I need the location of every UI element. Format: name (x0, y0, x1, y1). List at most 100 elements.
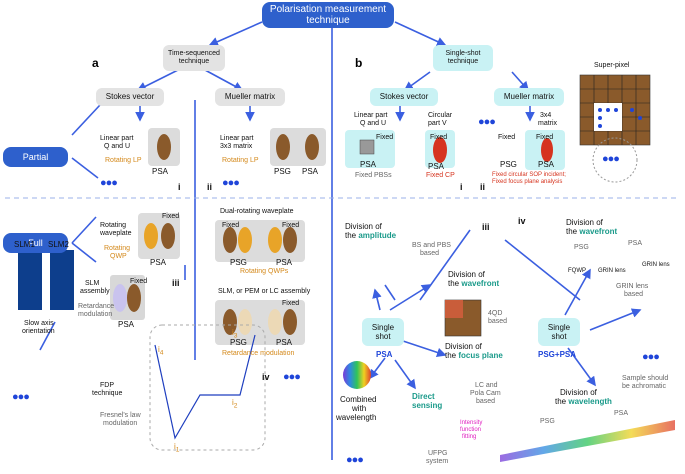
b-iv-psg: PSG (574, 244, 589, 251)
a-left-dots-icon: ●●● (12, 391, 30, 403)
fdp-l2: technique (92, 390, 123, 397)
panel-b-label: b (355, 56, 363, 70)
b-mueller-matrix: Mueller matrix (494, 88, 564, 106)
fdp-i3: i3 (232, 328, 237, 340)
b-iii-psa: PSA (376, 350, 393, 359)
b-i-circular-l1: Circular (428, 112, 453, 119)
b-combined-l1: Combined (340, 395, 377, 404)
row-partial-text: Partial (22, 151, 49, 162)
a-stokes-vector: Stokes vector (96, 88, 164, 106)
a-full-rotating-waveplate-l1: Rotating (100, 222, 127, 229)
fdp-i2-text: i (232, 398, 234, 407)
b-amp-l2: the amplitude (345, 231, 396, 240)
b-stokes-vector: Stokes vector (370, 88, 438, 106)
b-i-circular-l2: part V (428, 120, 447, 127)
a-full-left-psa: PSA (150, 258, 167, 267)
b-iv-wl-l2: the wavelength (555, 397, 612, 406)
a-dual-rotating-title: Dual-rotating waveplate (220, 208, 294, 215)
a-assembly-psa: PSA (276, 338, 293, 347)
b-intensity-l1: Intensity (460, 420, 483, 426)
a-ii-label: ii (207, 182, 213, 192)
b-intensity-l2: function (460, 427, 482, 433)
b-wf-l1: Division of (448, 270, 485, 279)
a-ii-line2: 3x3 matrix (220, 143, 253, 150)
a-assembly-psg: PSG (230, 338, 247, 347)
b-ufpg-l1: UFPG (428, 450, 448, 457)
superpixel-label: Super-pixel (594, 62, 630, 69)
retardance-l2: modulation (78, 311, 113, 318)
a-full-rotating-waveplate-l2: waveplate (100, 230, 132, 237)
superpixel-grid-graphic (579, 74, 651, 183)
b-ufpg-l2: system (426, 458, 449, 465)
b-iii-label: iii (482, 222, 490, 232)
optics-ellipses-graphic (138, 128, 565, 345)
a-mueller-matrix: Mueller matrix (215, 88, 285, 106)
fdp-i4: i4 (158, 345, 163, 357)
a-iii-label: iii (172, 278, 180, 288)
b-lc-l2: Pola Cam (470, 390, 501, 397)
b-i-cp: Fixed CP (426, 172, 455, 179)
slow-axis-l2: orientation (22, 328, 55, 335)
single-shot-node: Single-shot technique (433, 45, 493, 71)
b-amp-l2-em: amplitude (358, 231, 397, 240)
b-ii-fixed2: Fixed (536, 134, 554, 141)
b-i-label: i (460, 182, 463, 192)
b-lc-l1: LC and (475, 382, 498, 389)
b-iv-dots-icon: ●●● (642, 351, 660, 363)
fdp-i1-text: i (174, 442, 176, 451)
b-iii-single-l2: shot (375, 332, 391, 341)
b-bs-l1: BS and PBS (412, 242, 451, 249)
a-i-line2: Q and U (104, 143, 131, 150)
a-i-psa: PSA (152, 167, 169, 176)
fresnel-l1: Fresnel's law (100, 412, 141, 419)
b-amp-l2-pre: the (345, 231, 359, 240)
b-iii-dots-icon: ●●● (346, 454, 364, 466)
a-dual-psg: PSG (230, 258, 247, 267)
b-combined-l2: with (352, 404, 367, 413)
b-iv-grin-l2: based (624, 291, 644, 298)
slm-assembly-l2: assembly (80, 288, 110, 295)
a-i-line1: Linear part (100, 135, 134, 142)
a-i-label: i (178, 182, 181, 192)
a-dual-device: Rotating QWPs (240, 268, 289, 275)
root-title-text: Polarisation measurement technique (269, 3, 387, 27)
b-iv-label: iv (518, 216, 526, 226)
b-intensity-l3: fitting (462, 434, 477, 440)
b-ii-psa: PSA (538, 160, 555, 169)
a-ii-psa: PSA (302, 167, 319, 176)
b-ii-matrix-l1: 3x4 (540, 112, 552, 119)
root-title: Polarisation measurement technique (262, 2, 394, 28)
a-full-left-fixed: Fixed (162, 213, 180, 220)
fdp-i3-text: i (232, 328, 234, 337)
a-dual-fixed2: Fixed (282, 222, 300, 229)
b-amp-l1: Division of (345, 222, 382, 231)
b-i-psa-cp: PSA (428, 162, 445, 171)
b-iv-wf-l2-em: wavefront (579, 227, 618, 236)
b-combined-l3: wavelength (336, 413, 377, 422)
wavelength-beam-graphic (500, 420, 675, 462)
a-ii-device: Rotating LP (222, 157, 259, 164)
b-wf-l2-pre: the (448, 279, 462, 288)
b-qd-l1: 4QD (488, 310, 503, 317)
b-iv-wl-l1: Division of (560, 388, 597, 397)
b-iv-single-l2: shot (551, 332, 567, 341)
slm-assembly-l1: SLM (85, 280, 100, 287)
b-bs-l2: based (420, 250, 440, 257)
b-iv-single-l1: Single (547, 322, 571, 332)
fdp-i1-sub: 1 (175, 446, 180, 454)
fdp-i4-text: i (158, 345, 160, 354)
b-iv-psg2: PSG (540, 418, 555, 425)
fdp-i2: i2 (232, 398, 237, 410)
b-fp-l2-pre: the (445, 351, 459, 360)
a-iv-label: iv (262, 372, 270, 382)
b-iv-grin-l1: GRIN lens (616, 283, 649, 290)
b-stokes-vector-text: Stokes vector (379, 92, 429, 102)
time-sequenced-node: Time-sequenced technique (163, 45, 225, 71)
b-ii-matrix-l2: matrix (538, 120, 558, 127)
a-full-rotating-qwp-l1: Rotating (104, 245, 131, 252)
b-i-fixed: Fixed (376, 134, 394, 141)
a-dual-fixed1: Fixed (222, 222, 240, 229)
